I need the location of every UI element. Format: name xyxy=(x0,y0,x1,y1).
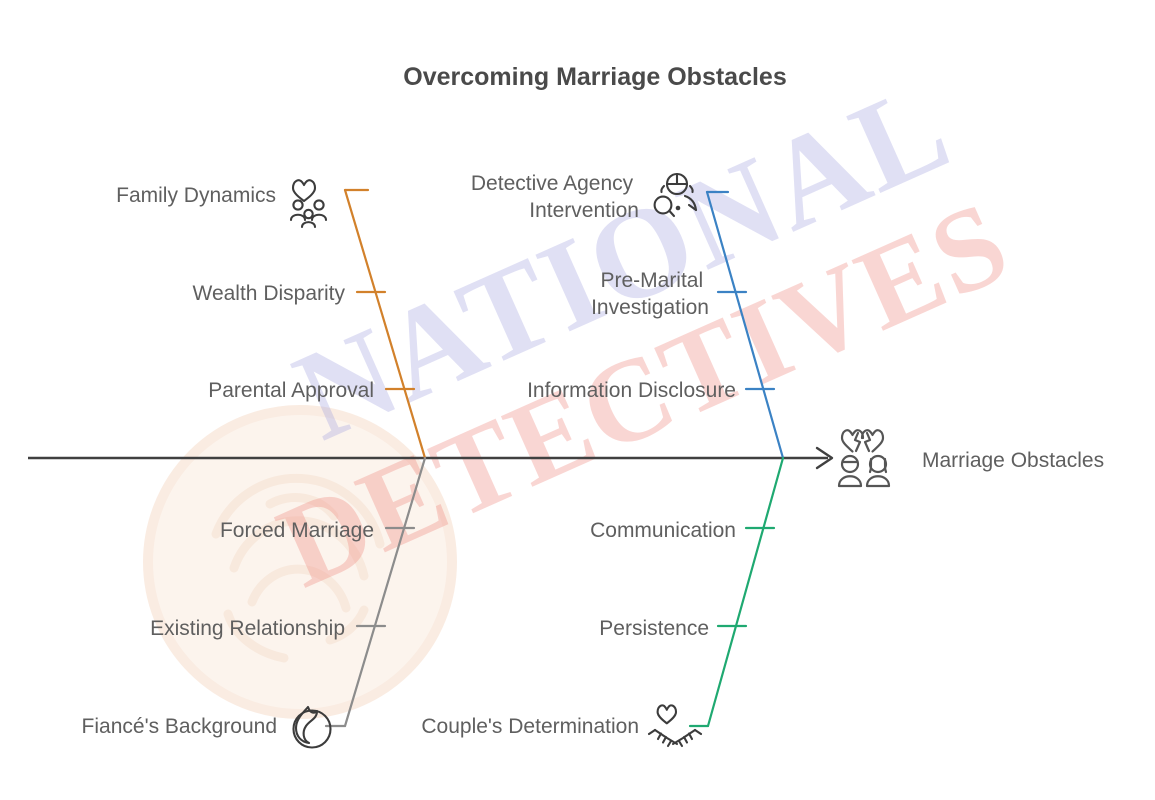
spine-group xyxy=(28,446,834,470)
fingerprint-watermark-icon xyxy=(143,405,457,719)
cause-label-information-disclosure: Information Disclosure xyxy=(527,379,736,402)
cause-label-existing-relationship: Existing Relationship xyxy=(150,617,345,640)
cause-label-communication: Communication xyxy=(590,519,736,542)
flame-icon xyxy=(292,705,332,749)
branch-line-couple-strengths xyxy=(688,456,785,728)
branch-line-investigation xyxy=(705,190,785,460)
spine-arrowhead-icon xyxy=(815,446,834,470)
cause-label-couples-determination: Couple's Determination xyxy=(421,715,639,738)
cause-label-family-dynamics: Family Dynamics xyxy=(116,184,276,207)
cause-label-detective-agency-intervention: Detective Agency Intervention xyxy=(471,172,639,222)
cause-label-forced-marriage: Forced Marriage xyxy=(220,519,374,542)
family-heart-icon xyxy=(289,179,328,229)
cause-label-parental-approval: Parental Approval xyxy=(208,379,374,402)
clasped-hands-heart-icon xyxy=(647,704,703,748)
broken-heart-couple-icon xyxy=(837,429,891,488)
detective-magnifier-icon xyxy=(653,172,698,218)
branch-line-relationship-barriers xyxy=(324,456,427,728)
effect-label-marriage-obstacles: Marriage Obstacles xyxy=(922,449,1104,472)
cause-label-fiance-background: Fiancé's Background xyxy=(82,715,277,738)
cause-label-pre-marital-investigation: Pre-Marital Investigation xyxy=(591,269,709,319)
page-title: Overcoming Marriage Obstacles xyxy=(403,63,786,91)
cause-label-persistence: Persistence xyxy=(599,617,709,640)
branch-line-family-obstacles xyxy=(343,188,427,460)
cause-label-wealth-disparity: Wealth Disparity xyxy=(193,282,346,305)
